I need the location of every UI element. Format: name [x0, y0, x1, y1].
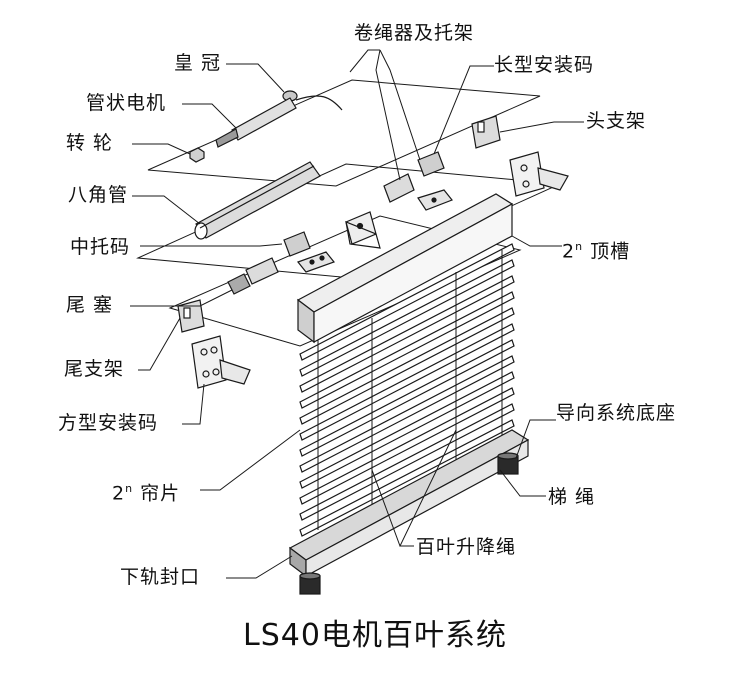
slat — [299, 387, 515, 505]
slat — [299, 339, 515, 457]
label-lift-cord: 百叶升降绳 — [416, 536, 517, 558]
label-rotor: 转 轮 — [66, 132, 114, 154]
slat — [299, 259, 515, 377]
tail-bracket-part — [177, 299, 205, 333]
label-ladder-cord: 梯 绳 — [548, 486, 596, 508]
label-slat-prefix: 2 — [112, 482, 126, 505]
label-square-bracket: 方型安装码 — [58, 412, 159, 434]
label-end-plug: 尾 塞 — [66, 294, 114, 316]
leader-lines — [130, 49, 584, 579]
label-slat-text: 帘片 — [133, 482, 181, 505]
label-cord-winder: 卷绳器及托架 — [354, 22, 475, 44]
middle-bracket-part — [345, 211, 381, 249]
label-slat-sup: n — [125, 482, 134, 495]
label-tail-bracket: 尾支架 — [64, 358, 125, 380]
label-octagonal-tube: 八角管 — [68, 184, 129, 206]
label-middle-bracket: 中托码 — [70, 236, 131, 258]
slat — [299, 291, 515, 409]
diagram-title: LS40电机百叶系统 — [243, 618, 507, 653]
label-crown: 皇 冠 — [174, 52, 222, 74]
label-long-bracket: 长型安装码 — [494, 54, 595, 76]
label-slat: 2n 帘片 — [112, 478, 180, 504]
guide-base-left — [299, 572, 321, 595]
bottom-rail-part — [288, 429, 530, 578]
label-bottom-cap: 下轨封口 — [120, 566, 201, 588]
tubular-motor-part — [215, 95, 343, 148]
cord-winder-right — [383, 151, 453, 211]
cord-winder-middle — [245, 231, 335, 285]
slat — [299, 419, 515, 537]
long-bracket-part — [509, 151, 569, 197]
label-tubular-motor: 管状电机 — [86, 92, 167, 114]
guide-base-right — [497, 452, 519, 475]
slat — [299, 275, 515, 393]
label-top-rail-sup: n — [575, 240, 584, 253]
slat — [299, 403, 515, 521]
label-top-rail-prefix: 2 — [562, 240, 576, 263]
end-plug-part — [227, 273, 251, 295]
label-head-bracket: 头支架 — [586, 110, 647, 132]
label-top-rail-text: 顶槽 — [583, 240, 631, 263]
slat — [299, 323, 515, 441]
slat — [299, 371, 515, 489]
slat — [299, 355, 515, 473]
octagonal-tube-part — [194, 161, 321, 240]
cords — [317, 250, 503, 540]
slat — [299, 243, 515, 361]
head-bracket-part — [471, 115, 501, 149]
label-top-rail: 2n 顶槽 — [562, 236, 630, 262]
square-bracket-part — [191, 335, 251, 389]
rotor-part — [189, 147, 205, 163]
label-guide-base: 导向系统底座 — [556, 402, 677, 424]
slat — [299, 307, 515, 425]
